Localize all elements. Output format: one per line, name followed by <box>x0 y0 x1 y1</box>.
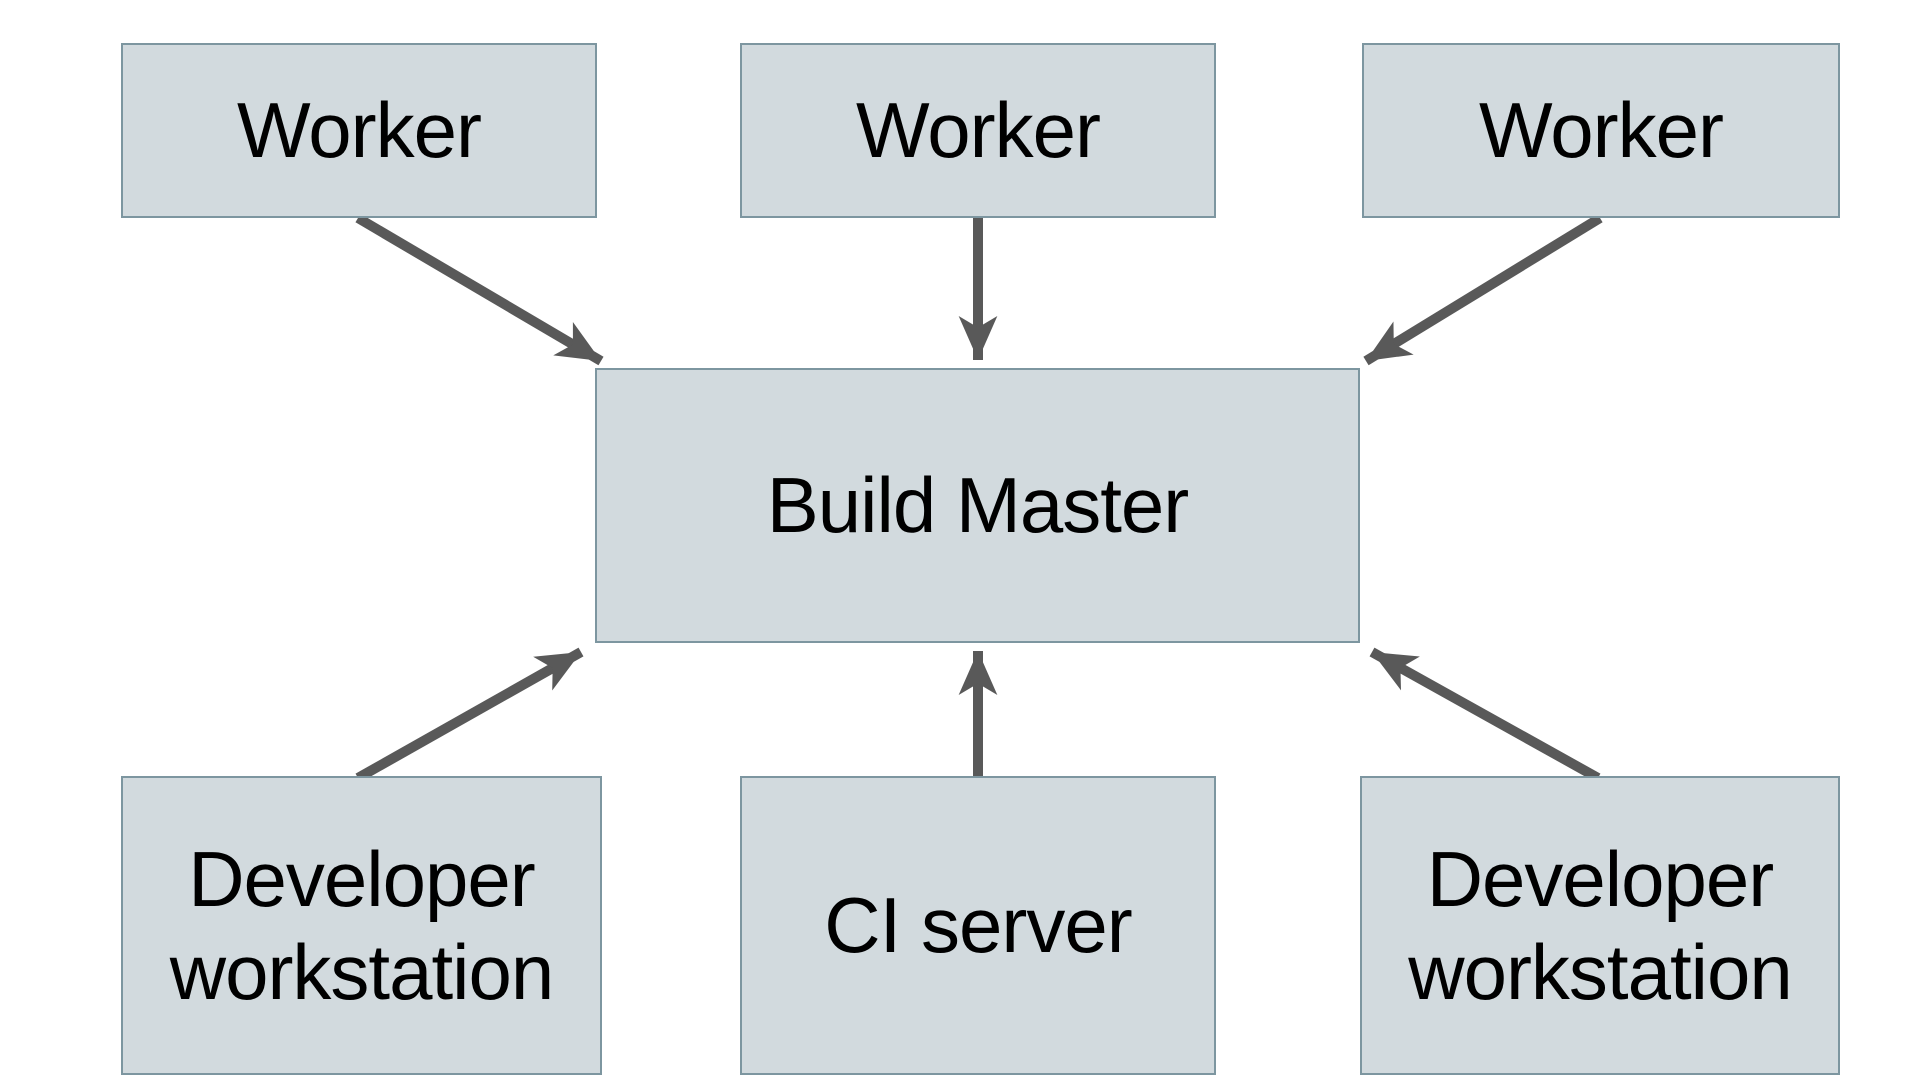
node-developer-workstation-left: Developer workstation <box>121 776 602 1075</box>
node-worker-1-label: Worker <box>237 86 482 175</box>
arrow-dev-right-to-build-master <box>1369 647 1601 783</box>
arrow-worker1-to-build-master <box>355 213 604 366</box>
node-worker-3: Worker <box>1362 43 1840 218</box>
arrow-dev-left-to-build-master <box>355 647 584 783</box>
arrow-worker3-to-build-master <box>1363 213 1603 366</box>
node-developer-workstation-right: Developer workstation <box>1360 776 1840 1075</box>
node-worker-3-label: Worker <box>1479 86 1724 175</box>
node-developer-workstation-left-label: Developer workstation <box>169 835 555 1016</box>
node-worker-2-label: Worker <box>856 86 1101 175</box>
node-worker-2: Worker <box>740 43 1216 218</box>
node-worker-1: Worker <box>121 43 597 218</box>
node-build-master: Build Master <box>595 368 1360 643</box>
node-ci-server-label: CI server <box>824 881 1132 970</box>
node-build-master-label: Build Master <box>766 461 1189 550</box>
node-developer-workstation-right-label: Developer workstation <box>1408 835 1793 1016</box>
node-ci-server: CI server <box>740 776 1216 1075</box>
